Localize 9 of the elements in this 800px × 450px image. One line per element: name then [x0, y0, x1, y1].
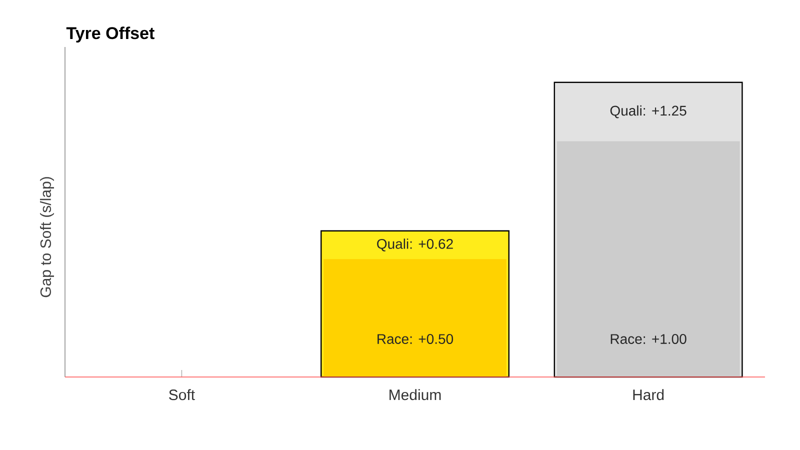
value-label: Race: +0.50	[378, 334, 454, 344]
axis-tick-label: Soft	[169, 389, 195, 400]
value-label: Quali: +0.62	[377, 238, 453, 252]
axis-tick-label: Hard	[633, 389, 664, 400]
axis-label: Gap to Soft (s/lap)	[40, 177, 54, 298]
axis-tick-label: Medium	[390, 389, 441, 400]
chart-title: Tyre Offset	[66, 26, 154, 43]
value-label: Quali: +1.25	[610, 105, 686, 118]
value-label: Race: +1.00	[610, 334, 686, 344]
